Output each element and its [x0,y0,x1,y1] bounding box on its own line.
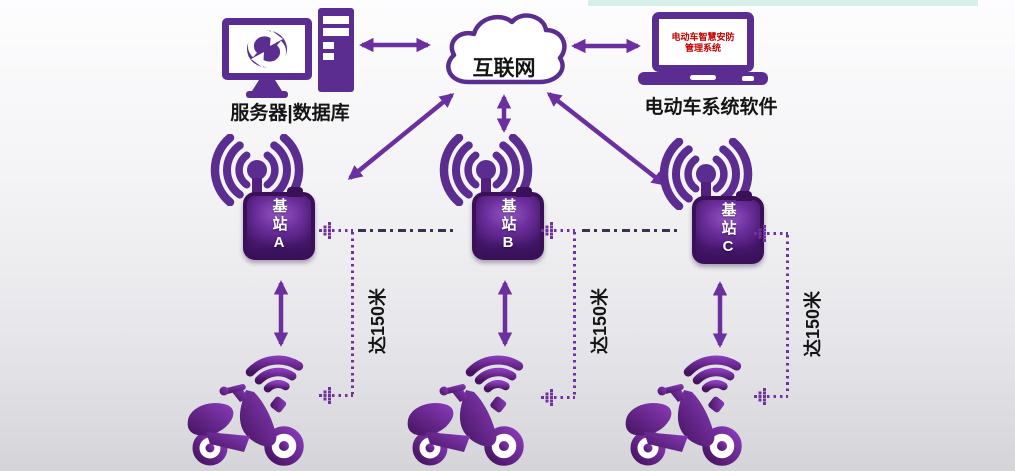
range-bracket-c: 达150米 [754,225,875,407]
scooter1-with-wifi-icon [187,355,304,466]
station-c-device: 基站C [692,191,764,264]
sync-logo-icon [247,30,287,68]
dotted-line [332,394,353,397]
station-c-label: 基站C [719,202,737,258]
dotted-line [554,229,575,232]
dotted-line [332,229,353,232]
dotted-line [767,232,788,235]
station-c-group: 基站C [658,138,768,268]
cloud-label: 互联网 [472,57,536,80]
dotted-line [554,396,575,399]
wifi-signal-icon [465,355,524,413]
server-label: 服务器|数据库 [230,103,350,124]
cloud-icon [446,13,567,85]
software-label: 电动车系统软件 [644,97,778,118]
wifi-signal-icon [245,355,304,413]
server-database-icon [222,8,354,98]
laptop-screen-line1: 电动车智慧安防 [671,32,735,42]
dotted-line [767,395,788,398]
laptop-screen-text: 电动车智慧安防 管理系统 [660,32,746,54]
antenna-stem [252,178,262,198]
dotted-arrowhead-left-icon [319,222,331,239]
software-group: 电动车智慧安防 管理系统 电动车系统软件 [631,12,791,118]
dashdot-link-a-b [358,229,454,232]
scooter3-with-wifi-icon [625,355,742,466]
range-label-c: 达150米 [803,290,823,357]
station-a-device: 基站A [243,187,315,260]
dotted-arrowhead-left-icon [319,387,331,404]
dotted-line [786,235,789,395]
scooter-body-icon [187,384,304,466]
arrow-cloud-stationC [546,92,667,186]
top-accent-strip [588,0,978,6]
dashdot-link-b-c [582,229,678,232]
laptop-screen-line2: 管理系统 [684,43,721,53]
range-label-b: 达150米 [590,287,610,354]
cloud-group: 互联网 [438,8,570,96]
radio-antenna-icon [210,134,304,206]
antenna-stem [481,178,491,198]
server-group: 服务器|数据库 [210,6,370,124]
station-a-label: 基站A [270,198,288,254]
station-b-group: 基站B [438,134,548,264]
scooter2-with-wifi-icon [407,355,524,466]
dotted-arrowhead-left-icon [754,388,766,405]
dotted-line [351,232,354,394]
laptop-icon [638,12,768,85]
range-bracket-a: 达150米 [319,222,440,404]
arrow-cloud-stationA [347,93,455,180]
range-bracket-b: 达150米 [541,222,662,406]
dotted-arrowhead-left-icon [541,389,553,406]
station-a-group: 基站A [209,134,319,264]
scooter-body-icon [407,384,524,466]
antenna-stem [701,182,711,202]
scooter-body-icon [625,384,742,466]
dotted-line [573,232,576,396]
wifi-signal-icon [683,355,742,413]
dotted-arrowhead-left-icon [541,222,553,239]
station-b-label: 基站B [499,198,517,254]
dotted-arrowhead-left-icon [754,225,766,242]
station-b-device: 基站B [472,187,544,260]
range-label-a: 达150米 [368,287,388,354]
